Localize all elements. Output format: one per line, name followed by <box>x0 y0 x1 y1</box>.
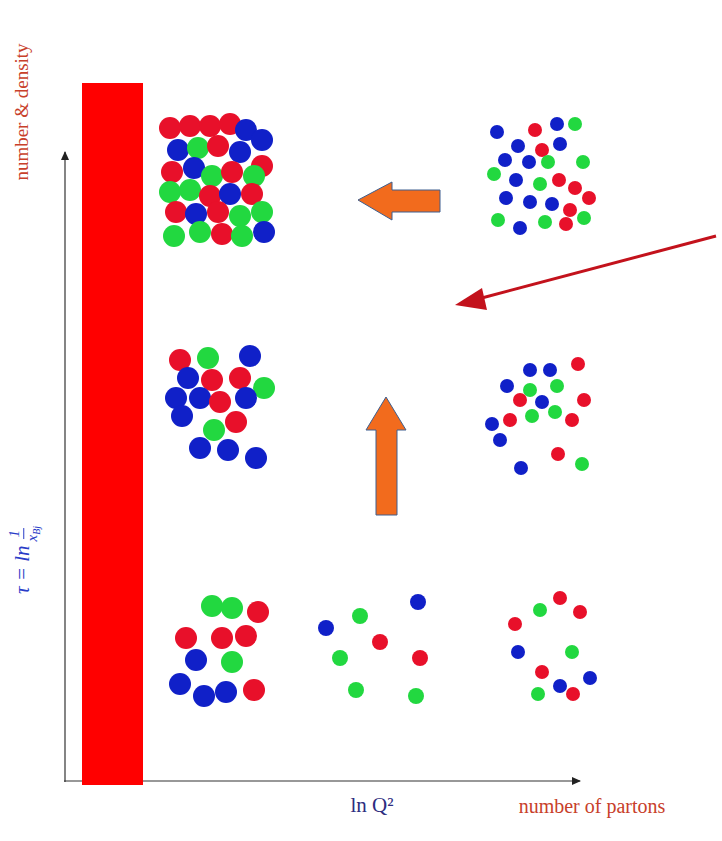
left-block-arrow <box>358 182 440 220</box>
fraction: 1xBj <box>6 526 42 542</box>
up-block-arrow <box>366 397 406 515</box>
middle-right-partons <box>485 357 591 475</box>
dense-top-left-partons <box>159 113 275 247</box>
axis-label: ln Q² <box>350 794 393 817</box>
bottom-right-partons <box>508 591 597 701</box>
formula-text: τ = ln <box>10 546 34 595</box>
diagonal-arrow-head <box>455 288 487 310</box>
axis-title: number & density <box>12 43 33 180</box>
bottom-left-partons <box>169 595 269 707</box>
saturation-bar <box>82 83 143 785</box>
top-right-partons <box>487 117 596 235</box>
middle-left-partons <box>165 345 275 469</box>
fraction-denominator: xBj <box>24 526 42 542</box>
vertical-axis <box>64 152 65 782</box>
subscript: Bj <box>31 526 42 535</box>
diagonal-arrow-shaft <box>478 236 716 299</box>
bottom-middle-partons <box>318 594 428 704</box>
variable: x <box>24 535 40 542</box>
axis-formula: τ = ln 1xBj <box>6 526 42 594</box>
fraction-numerator: 1 <box>6 528 24 540</box>
axis-title: number of partons <box>519 795 666 817</box>
